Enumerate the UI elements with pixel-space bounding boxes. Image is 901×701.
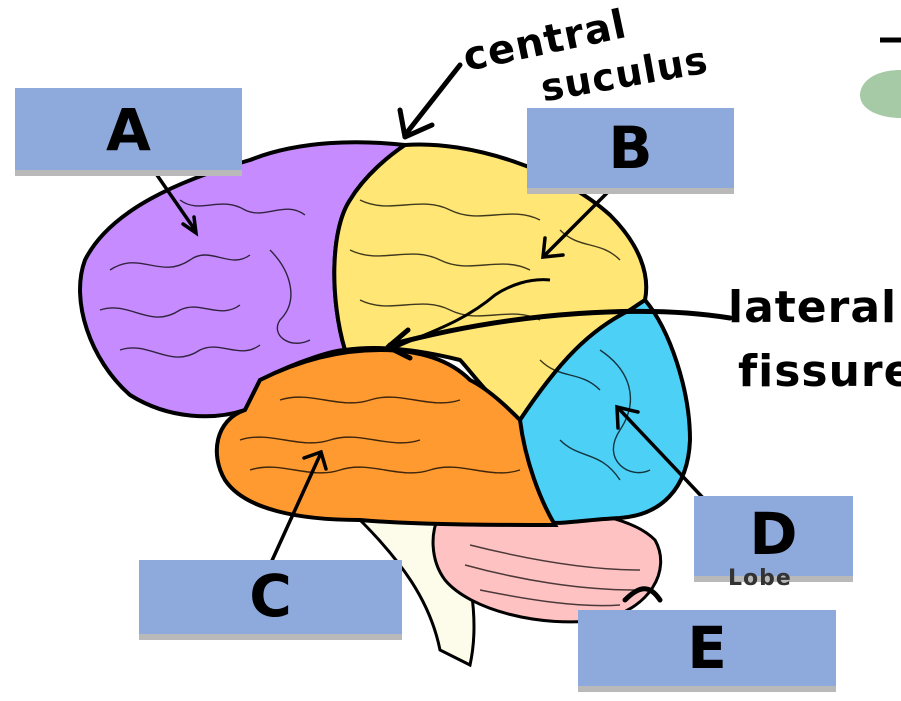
lateral-fissure-text-line1: lateral: [728, 282, 898, 333]
label-e-text: E: [687, 614, 727, 682]
label-box-b[interactable]: B: [527, 108, 734, 188]
lobe-partial-label: Lobe: [728, 566, 792, 591]
lateral-fissure-text-line2: fissure: [738, 346, 901, 397]
label-c-text: C: [249, 562, 292, 630]
gyri-texture: [99, 199, 651, 481]
occipital-lobe-region: [517, 297, 693, 525]
leader-lines: [148, 163, 707, 567]
label-box-d[interactable]: D: [694, 496, 853, 576]
label-d-text: D: [749, 500, 798, 568]
label-box-e[interactable]: E: [578, 610, 836, 686]
label-box-c[interactable]: C: [139, 560, 402, 634]
partial-green-shape: [860, 70, 901, 118]
label-a-text: A: [106, 96, 151, 164]
temporal-lobe-region: [214, 347, 559, 528]
label-box-a[interactable]: A: [15, 88, 242, 170]
label-b-text: B: [608, 114, 653, 182]
annotation-arrows: [385, 62, 733, 603]
cerebellum-folds: [464, 544, 641, 607]
